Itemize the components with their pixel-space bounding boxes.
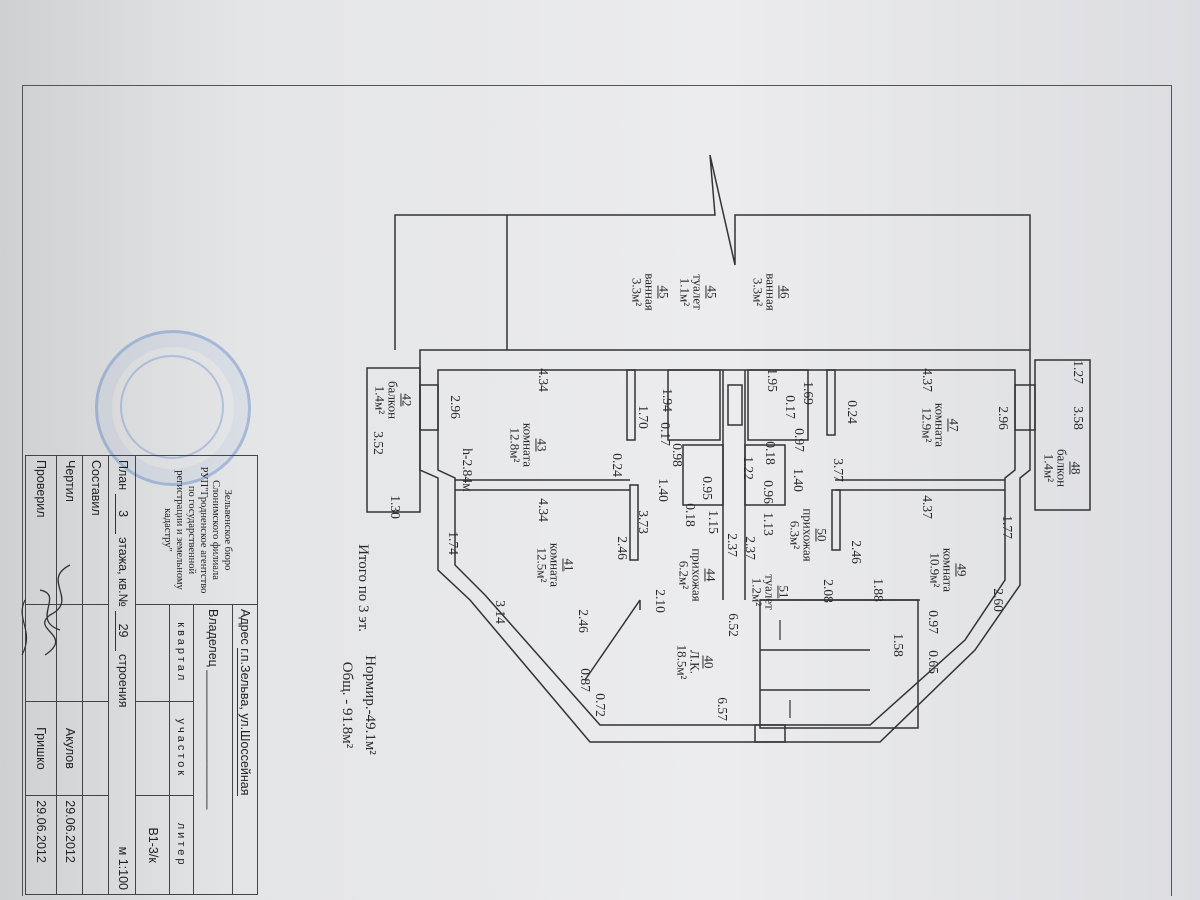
liter-header: литер	[169, 795, 194, 895]
dimension: 0.24	[845, 400, 861, 424]
dimension: 1.15	[706, 510, 722, 534]
outer-wall	[419, 349, 1031, 743]
drawn-name: Акулов	[56, 701, 83, 796]
dimension: 1.27	[1071, 360, 1087, 384]
scale: м 1:100	[115, 846, 130, 890]
dimension: 2.60	[991, 588, 1007, 612]
stairwell	[759, 599, 919, 729]
dimension: 2.08	[821, 579, 837, 603]
dimension: 2.46	[849, 540, 865, 564]
dimension: 1.40	[791, 468, 807, 492]
dimension: 0.17	[783, 395, 799, 419]
ceiling-height: h-2.84м	[460, 448, 476, 492]
dimension: 1.13	[761, 512, 777, 536]
dimension: 1.88	[871, 578, 887, 602]
address-value: г.п.Зельва, ул.Шоссейная	[237, 648, 253, 796]
apartment-number: 29	[114, 610, 130, 651]
dimension: 1.69	[801, 381, 817, 405]
dimension: 1.94	[660, 388, 676, 412]
dimension: 2.37	[743, 536, 759, 560]
dimension: 0.95	[700, 476, 716, 500]
building-label: строения	[115, 654, 130, 708]
dimension: 2.10	[653, 589, 669, 613]
apartment-label: кв.№	[115, 578, 130, 608]
sheet-border	[22, 85, 1172, 896]
drawn-date: 29.06.2012	[56, 795, 83, 895]
quarter-header: квартал	[169, 604, 194, 702]
dimension: 1.40	[656, 478, 672, 502]
owner-label: Владелец	[205, 609, 220, 667]
dimension: 2.37	[725, 533, 741, 557]
bureau-name: Зельвенское бюро Слонимского филиала РУП…	[136, 455, 258, 605]
dimension: 4.37	[920, 368, 936, 392]
dimension: 0.18	[763, 441, 779, 465]
balcony-48	[1034, 359, 1091, 511]
dimension: 1.58	[891, 633, 907, 657]
dimension: 1.95	[765, 368, 781, 392]
dimension: 2.46	[615, 536, 631, 560]
totals-normative: Нормир.-49.1м²	[361, 655, 378, 755]
dimension: 2.96	[448, 395, 464, 419]
plot-header: участок	[169, 701, 194, 796]
dimension: 1.22	[741, 456, 757, 480]
dimension: 0.87	[578, 668, 594, 692]
floor-label: этажа,	[115, 537, 130, 575]
dimension: 0.98	[670, 443, 686, 467]
dimension: 1.77	[1000, 515, 1016, 539]
dimension: 0.17	[658, 422, 674, 446]
dimension: 3.14	[493, 600, 509, 624]
checked-date: 29.06.2012	[25, 795, 57, 895]
dimension: 0.97	[792, 428, 808, 452]
dimension: 4.34	[536, 498, 552, 522]
title-block: Зельвенское бюро Слонимского филиала РУП…	[25, 455, 258, 895]
liter-value: В1-3/к	[136, 795, 170, 895]
checked-name: Гришко	[25, 701, 57, 796]
plan-label: План	[115, 460, 130, 491]
dimension: 1.74	[446, 531, 462, 555]
dimension: 3.73	[636, 510, 652, 534]
totals-label: Итого по 3 эт.	[354, 544, 371, 632]
dimension: 2.96	[996, 406, 1012, 430]
dimension: 1.30	[388, 495, 404, 519]
dimension: 0.96	[761, 480, 777, 504]
dimension: 0.72	[593, 693, 609, 717]
inner-wall	[437, 369, 1016, 726]
floor-value: 3	[114, 493, 130, 534]
official-stamp	[95, 330, 251, 486]
dimension: 3.52	[371, 431, 387, 455]
dimension: 6.52	[726, 613, 742, 637]
dimension: 3.58	[1071, 406, 1087, 430]
handwritten-signature	[21, 564, 71, 656]
dimension: 2.46	[576, 609, 592, 633]
dimension: 6.57	[715, 697, 731, 721]
adjacent-building-outline	[394, 154, 1031, 350]
dimension: 0.24	[610, 453, 626, 477]
dimension: 4.37	[920, 495, 936, 519]
dimension: 1.70	[636, 405, 652, 429]
dimension: 3.77	[831, 458, 847, 482]
dimension: 0.65	[926, 650, 942, 674]
address-label: Адрес	[238, 609, 253, 645]
dimension: 0.97	[926, 610, 942, 634]
dimension: 4.34	[536, 368, 552, 392]
totals-overall: Общ. - 91.8м²	[338, 661, 355, 749]
dimension: 0.18	[683, 503, 699, 527]
